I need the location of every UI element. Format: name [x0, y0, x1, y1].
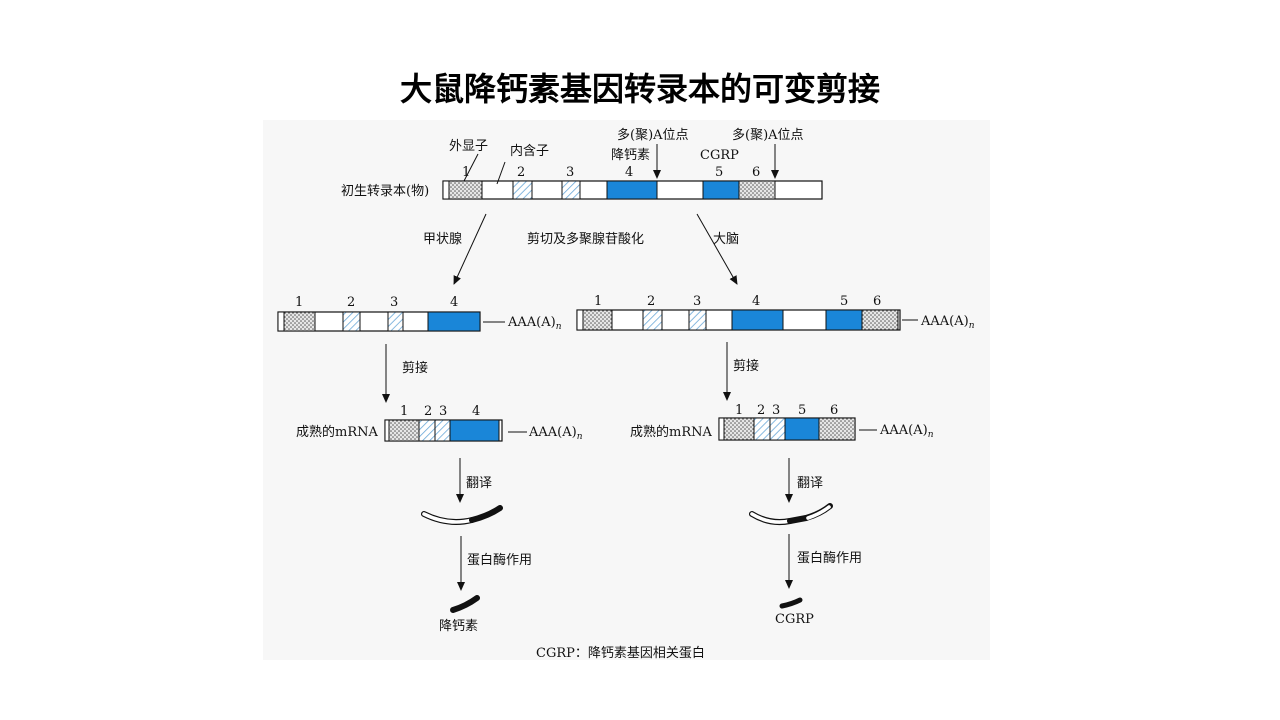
exon-number: 3 — [566, 165, 574, 180]
exon-number: 2 — [517, 165, 525, 180]
exon-4 — [606, 180, 658, 200]
exon-number: 3 — [772, 403, 780, 418]
product-label-right: CGRP — [775, 612, 814, 627]
exon-number: 6 — [873, 294, 881, 309]
exon-3 — [561, 180, 581, 200]
exon-label: 外显子 — [449, 139, 488, 154]
protease-label-left: 蛋白酶作用 — [467, 552, 532, 568]
translation-label-left: 翻译 — [466, 476, 492, 491]
primary-transcript-bar — [442, 180, 823, 200]
polya-tail: AAA(A)n — [528, 425, 583, 442]
protease-label-right: 蛋白酶作用 — [797, 550, 862, 566]
calcitonin-product — [450, 595, 480, 613]
exon-number: 5 — [840, 294, 848, 309]
brain-label: 大脑 — [713, 232, 739, 247]
exon-number: 6 — [752, 165, 760, 180]
exon-number: 3 — [693, 294, 701, 309]
polya-site-label-2: 多(聚)A位点 — [732, 127, 804, 143]
polya-tail: AAA(A)n — [920, 314, 975, 331]
calcitonin-label-top: 降钙素 — [611, 148, 650, 163]
precursor-peptide-left — [421, 505, 503, 525]
exon-number: 2 — [424, 404, 432, 419]
exon-6 — [738, 180, 776, 200]
exon-number: 1 — [735, 403, 743, 418]
precursor-peptide-right — [749, 503, 833, 526]
exon-1 — [448, 180, 483, 200]
exon-number: 4 — [625, 165, 633, 180]
mature-mrna-left — [384, 419, 527, 442]
cgrp-label-top: CGRP — [700, 148, 739, 163]
figure-panel — [263, 120, 990, 660]
mature-mrna-right — [718, 417, 877, 441]
exon-number: 3 — [390, 295, 398, 310]
thyroid-label: 甲状腺 — [423, 232, 462, 247]
exon-5 — [702, 180, 740, 200]
cgrp-product — [779, 597, 803, 609]
exon-number: 4 — [752, 294, 760, 309]
exon-number: 1 — [400, 404, 408, 419]
brain-transcript-bar — [576, 309, 918, 331]
intron-label: 内含子 — [510, 143, 549, 159]
exon-number: 6 — [830, 403, 838, 418]
polya-site-label-1: 多(聚)A位点 — [617, 127, 689, 143]
exon-number: 1 — [462, 165, 470, 180]
exon-number: 3 — [439, 404, 447, 419]
polya-tail: AAA(A)n — [507, 315, 562, 332]
exon-number: 5 — [798, 403, 806, 418]
thyroid-transcript-bar — [277, 311, 505, 332]
exon-number: 2 — [757, 403, 765, 418]
exon-number: 2 — [347, 295, 355, 310]
exon-number: 4 — [450, 295, 458, 310]
translation-label-right: 翻译 — [797, 476, 823, 491]
exon-number: 4 — [472, 404, 480, 419]
cleavage-polyadenylation-label: 剪切及多聚腺苷酸化 — [527, 231, 644, 247]
polya-tail: AAA(A)n — [879, 423, 934, 440]
splicing-label-left: 剪接 — [402, 360, 428, 376]
splicing-label-right: 剪接 — [733, 358, 759, 374]
exon-2 — [512, 180, 533, 200]
primary-transcript-label: 初生转录本(物) — [341, 184, 429, 199]
mature-mrna-label-right: 成熟的mRNA — [630, 424, 712, 440]
footnote: CGRP：降钙素基因相关蛋白 — [536, 645, 705, 661]
exon-number: 2 — [647, 294, 655, 309]
mature-mrna-label-left: 成熟的mRNA — [296, 424, 378, 440]
product-label-left: 降钙素 — [439, 619, 478, 634]
exon-number: 1 — [594, 294, 602, 309]
exon-number: 5 — [715, 165, 723, 180]
page-title: 大鼠降钙素基因转录本的可变剪接 — [399, 70, 880, 108]
exon-number: 1 — [295, 295, 303, 310]
